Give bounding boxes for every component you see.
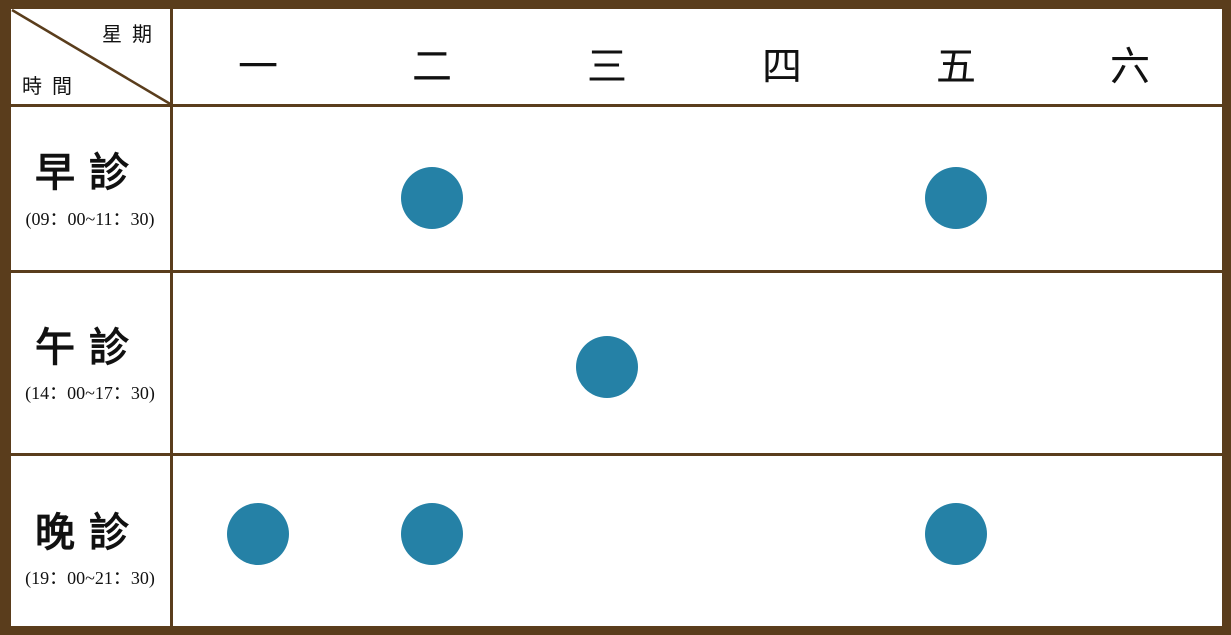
day-header-mon: 一 bbox=[238, 44, 278, 90]
session-evening-label: 晚診 bbox=[35, 509, 143, 556]
session-afternoon-time: (14：00~17：30) bbox=[25, 383, 155, 403]
session-morning-label: 早診 bbox=[35, 149, 143, 196]
session-evening-time: (19：00~21：30) bbox=[25, 568, 155, 588]
day-header-sat: 六 bbox=[1110, 44, 1150, 90]
day-header-fri: 五 bbox=[936, 44, 976, 90]
corner-label-time: 時間 bbox=[22, 74, 82, 98]
open-dot-evening-5 bbox=[925, 503, 987, 565]
open-dot-morning-2 bbox=[401, 167, 463, 229]
open-dot-morning-5 bbox=[925, 167, 987, 229]
header-divider bbox=[11, 104, 1222, 107]
open-dot-evening-2 bbox=[401, 503, 463, 565]
session-afternoon-label: 午診 bbox=[35, 324, 143, 371]
day-header-thu: 四 bbox=[762, 44, 802, 90]
open-dot-afternoon-3 bbox=[576, 336, 638, 398]
day-header-tue: 二 bbox=[412, 44, 452, 90]
row-divider-1 bbox=[11, 270, 1222, 273]
day-header-wed: 三 bbox=[587, 44, 627, 90]
session-morning-time: (09：00~11：30) bbox=[25, 209, 155, 229]
open-dot-evening-1 bbox=[227, 503, 289, 565]
label-column-divider bbox=[170, 9, 173, 626]
row-divider-2 bbox=[11, 453, 1222, 456]
corner-label-weekday: 星期 bbox=[102, 22, 162, 46]
